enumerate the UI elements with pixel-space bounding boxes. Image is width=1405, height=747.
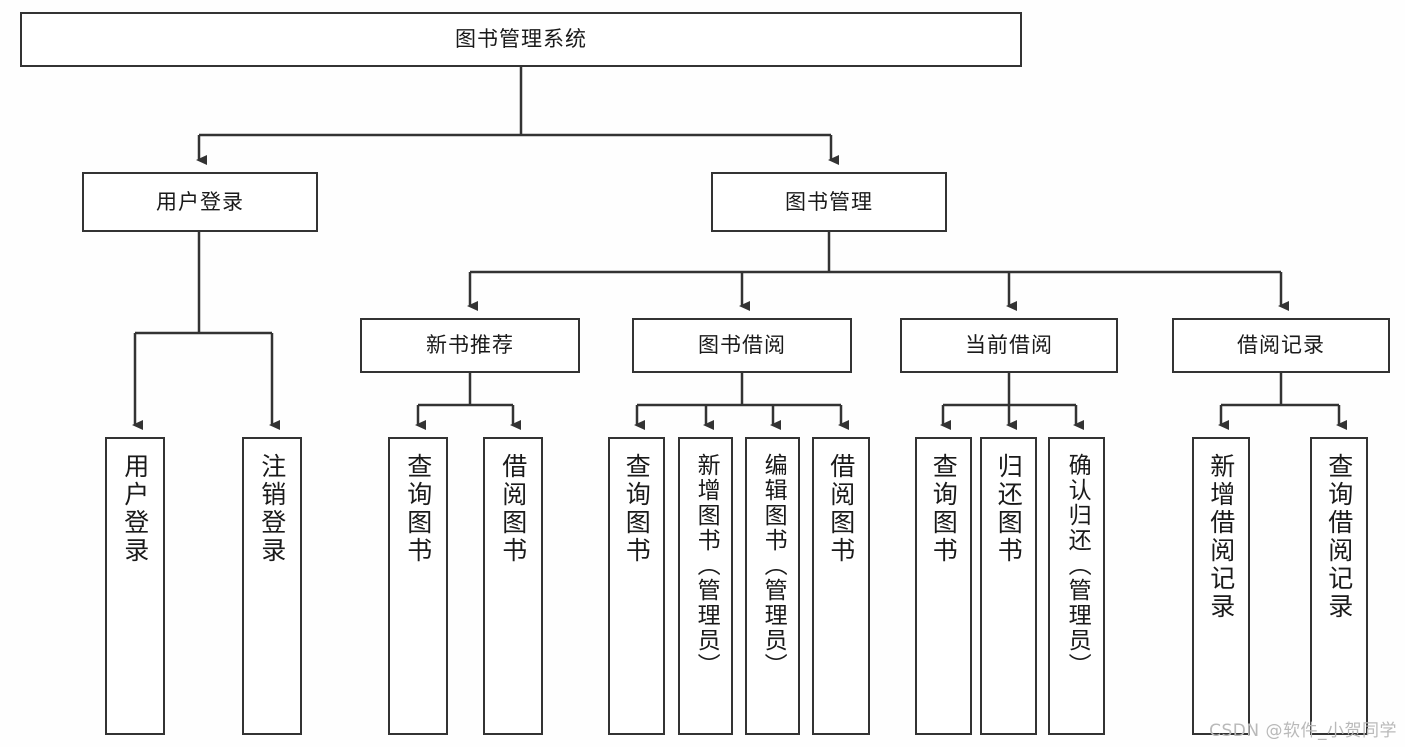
node-leaf-borrow-book-new[interactable]: 借阅图书 bbox=[483, 437, 543, 735]
node-borrow-record[interactable]: 借阅记录 bbox=[1172, 318, 1390, 373]
node-leaf-query-book-new-label: 查询图书 bbox=[403, 453, 433, 565]
node-leaf-query-book-borrow-label: 查询图书 bbox=[622, 453, 652, 565]
node-leaf-query-book-borrow[interactable]: 查询图书 bbox=[608, 437, 665, 735]
node-leaf-borrow-book-new-label: 借阅图书 bbox=[498, 453, 528, 565]
node-leaf-query-record[interactable]: 查询借阅记录 bbox=[1310, 437, 1368, 735]
node-leaf-query-record-label: 查询借阅记录 bbox=[1324, 453, 1354, 621]
node-user-login[interactable]: 用户登录 bbox=[82, 172, 318, 232]
node-leaf-add-record[interactable]: 新增借阅记录 bbox=[1192, 437, 1250, 735]
node-leaf-add-book-label: 新增图书（管理员） bbox=[693, 453, 720, 678]
node-leaf-return-book[interactable]: 归还图书 bbox=[980, 437, 1037, 735]
node-leaf-edit-book[interactable]: 编辑图书（管理员） bbox=[745, 437, 800, 735]
node-leaf-add-record-label: 新增借阅记录 bbox=[1206, 453, 1236, 621]
node-book-borrow[interactable]: 图书借阅 bbox=[632, 318, 852, 373]
node-leaf-edit-book-label: 编辑图书（管理员） bbox=[760, 453, 787, 678]
node-root-label: 图书管理系统 bbox=[455, 27, 587, 52]
node-leaf-return-book-label: 归还图书 bbox=[994, 453, 1024, 565]
node-new-book-recommend[interactable]: 新书推荐 bbox=[360, 318, 580, 373]
node-current-borrow-label: 当前借阅 bbox=[965, 333, 1053, 358]
node-leaf-logout-label: 注销登录 bbox=[257, 453, 287, 565]
node-leaf-user-login[interactable]: 用户登录 bbox=[105, 437, 165, 735]
node-borrow-record-label: 借阅记录 bbox=[1237, 333, 1325, 358]
node-leaf-borrow-book-label: 借阅图书 bbox=[826, 453, 856, 565]
node-book-management-label: 图书管理 bbox=[785, 189, 873, 214]
node-user-login-label: 用户登录 bbox=[156, 189, 244, 214]
node-book-borrow-label: 图书借阅 bbox=[698, 333, 786, 358]
node-leaf-confirm-return[interactable]: 确认归还（管理员） bbox=[1048, 437, 1105, 735]
node-current-borrow[interactable]: 当前借阅 bbox=[900, 318, 1118, 373]
node-leaf-confirm-return-label: 确认归还（管理员） bbox=[1064, 453, 1091, 678]
watermark-text: CSDN @软件_小贺同学 bbox=[1209, 721, 1397, 741]
node-root[interactable]: 图书管理系统 bbox=[20, 12, 1022, 67]
node-new-book-recommend-label: 新书推荐 bbox=[426, 333, 514, 358]
node-leaf-user-login-label: 用户登录 bbox=[120, 453, 150, 565]
node-leaf-borrow-book[interactable]: 借阅图书 bbox=[812, 437, 870, 735]
node-leaf-query-book-current[interactable]: 查询图书 bbox=[915, 437, 972, 735]
node-leaf-query-book-current-label: 查询图书 bbox=[929, 453, 959, 565]
node-leaf-logout[interactable]: 注销登录 bbox=[242, 437, 302, 735]
node-leaf-query-book-new[interactable]: 查询图书 bbox=[388, 437, 448, 735]
node-leaf-add-book[interactable]: 新增图书（管理员） bbox=[678, 437, 733, 735]
node-book-management[interactable]: 图书管理 bbox=[711, 172, 947, 232]
